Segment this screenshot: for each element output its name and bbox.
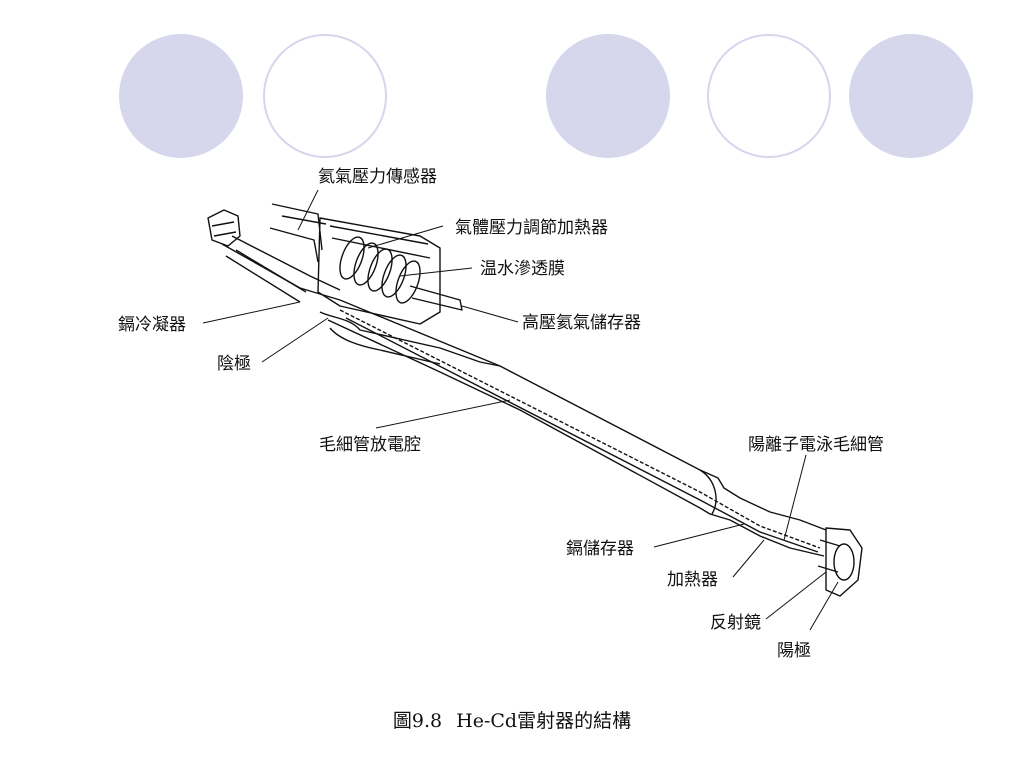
label-hp-he-reservoir: 高壓氦氣儲存器: [522, 313, 641, 333]
label-gas-pressure-heater: 氣體壓力調節加熱器: [455, 218, 608, 238]
caption-number: 圖9.8: [392, 710, 443, 732]
label-reflector: 反射鏡: [710, 613, 761, 633]
label-anode-ion-capillary: 陽離子電泳毛細管: [748, 435, 884, 455]
capillary: [339, 309, 821, 549]
hp-pipe: [409, 285, 463, 311]
sensor-rods: [271, 203, 327, 251]
caption-title: He-Cd雷射器的結構: [456, 710, 632, 732]
main-tube-lower: [327, 319, 825, 557]
label-capillary-cavity: 毛細管放電腔: [319, 435, 421, 455]
label-anode: 陽極: [777, 641, 811, 661]
heater-coil: [339, 236, 421, 304]
decor-circle-4: [707, 34, 831, 158]
label-cd-condenser: 鎘冷凝器: [118, 315, 186, 335]
label-cathode: 陰極: [217, 354, 251, 374]
right-bulge: [699, 469, 717, 515]
anode-disc: [833, 543, 855, 581]
figure-caption: 圖9.8 He-Cd雷射器的結構: [0, 706, 1024, 733]
cathode-bulge: [319, 311, 501, 367]
left-end-cap: [207, 209, 241, 247]
decor-circle-2: [263, 34, 387, 158]
reservoir-box: [317, 217, 441, 325]
decor-circle-1: [119, 34, 243, 158]
right-end-cap: [825, 527, 863, 597]
leader-lines: [202, 189, 839, 631]
decor-circle-5: [849, 34, 973, 158]
decor-circle-3: [546, 34, 670, 158]
label-he-pressure-sensor: 氦氣壓力傳感器: [318, 167, 437, 187]
label-heater: 加熱器: [667, 570, 718, 590]
main-tube-upper: [339, 299, 827, 531]
label-cd-reservoir: 鎘儲存器: [566, 539, 634, 559]
label-warm-water-membrane: 温水滲透膜: [480, 259, 565, 279]
